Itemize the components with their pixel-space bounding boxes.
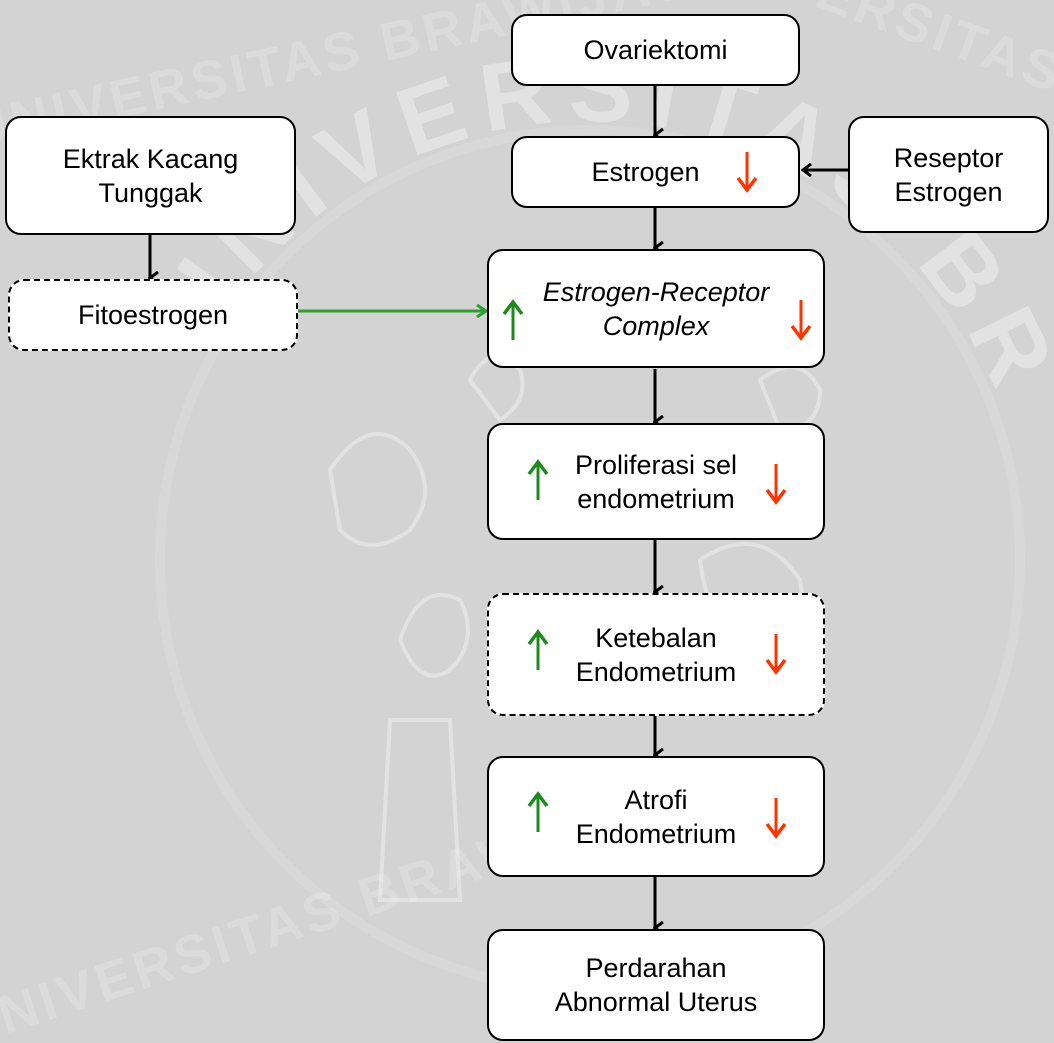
down-arrow-icon (765, 464, 787, 505)
node-reseptor-label: Reseptor Estrogen (893, 142, 1004, 207)
up-arrow-icon (502, 299, 524, 340)
node-atrofi-label: Atrofi Endometrium (575, 784, 737, 849)
node-complex-label: Estrogen-Receptor Complex (542, 276, 770, 341)
node-proliferasi-sel-endometrium: Proliferasi sel endometrium (487, 423, 825, 540)
node-fitoestrogen: Fitoestrogen (8, 279, 298, 351)
down-arrow-icon (736, 152, 758, 193)
up-arrow-icon (527, 459, 549, 500)
node-perdarahan-abnormal-uterus: Perdarahan Abnormal Uterus (487, 929, 825, 1041)
down-arrow-icon (765, 798, 787, 839)
node-ketebalan-endometrium: Ketebalan Endometrium (487, 593, 825, 716)
up-arrow-icon (527, 791, 549, 832)
node-ovariektomi: Ovariektomi (511, 14, 800, 86)
node-estrogen: Estrogen (511, 136, 800, 208)
node-fitoestrogen-label: Fitoestrogen (77, 300, 229, 330)
node-ektrak-kacang-tunggak: Ektrak Kacang Tunggak (5, 116, 296, 235)
node-proliferasi-label: Proliferasi sel endometrium (574, 449, 738, 514)
node-estrogen-label: Estrogen (591, 157, 700, 187)
node-reseptor-estrogen: Reseptor Estrogen (848, 116, 1049, 233)
down-arrow-icon (790, 300, 812, 341)
node-ektrak-label: Ektrak Kacang Tunggak (62, 143, 239, 208)
node-ketebalan-label: Ketebalan Endometrium (575, 622, 737, 687)
down-arrow-icon (765, 634, 787, 675)
node-perdarahan-label: Perdarahan Abnormal Uterus (554, 953, 758, 1017)
up-arrow-icon (527, 629, 549, 670)
node-atrofi-endometrium: Atrofi Endometrium (487, 756, 825, 877)
node-estrogen-receptor-complex: Estrogen-Receptor Complex (487, 249, 825, 368)
node-ovariektomi-label: Ovariektomi (583, 35, 728, 65)
